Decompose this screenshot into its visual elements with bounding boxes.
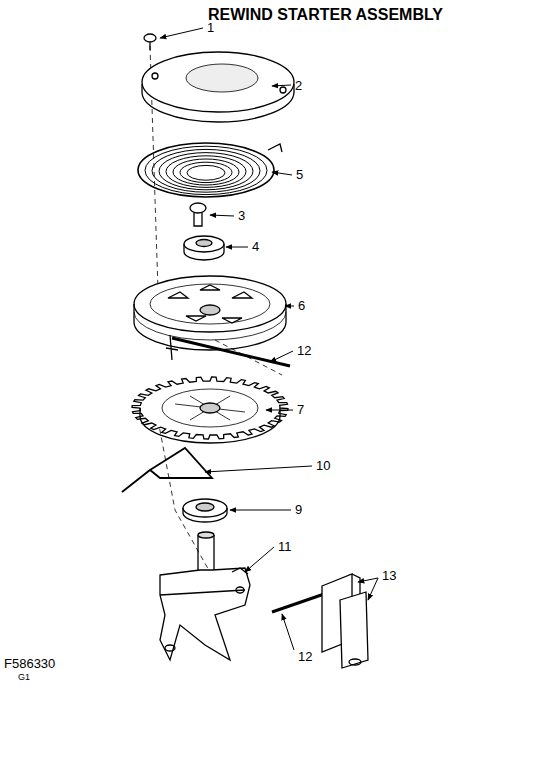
callout-number: 7 bbox=[297, 403, 304, 417]
callout-number: 5 bbox=[296, 168, 303, 182]
callout-number: 9 bbox=[295, 503, 302, 517]
callout-number: 13 bbox=[382, 569, 396, 583]
callout-number: 4 bbox=[252, 240, 259, 254]
diagram-title: REWIND STARTER ASSEMBLY bbox=[208, 6, 443, 24]
callout-number: 12 bbox=[297, 344, 311, 358]
callout-number: 10 bbox=[316, 459, 330, 473]
callout-number: 2 bbox=[295, 79, 302, 93]
callout-number: 3 bbox=[238, 209, 245, 223]
figure-code: F586330 bbox=[4, 657, 55, 671]
callout-number: 11 bbox=[278, 540, 292, 554]
callout-number: 12 bbox=[298, 650, 312, 664]
sheet-code: G1 bbox=[18, 673, 30, 683]
callout-number: 6 bbox=[298, 299, 305, 313]
callout-number: 1 bbox=[207, 21, 214, 35]
